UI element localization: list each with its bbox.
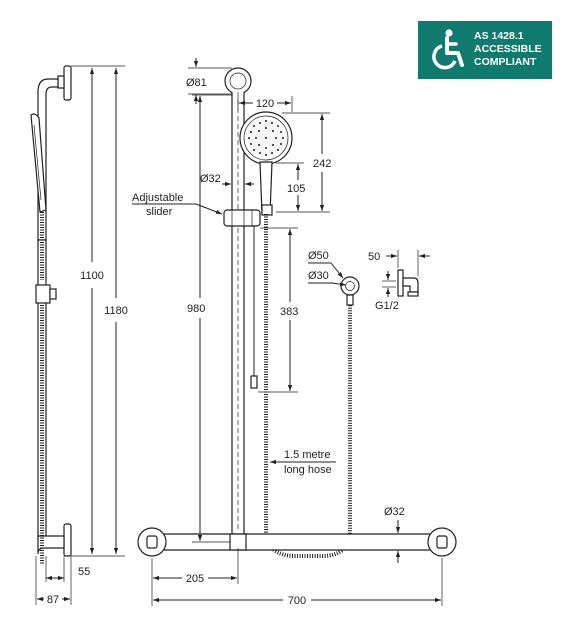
- dim-700: 700: [288, 595, 306, 607]
- hose-label-2: long hose: [284, 464, 332, 476]
- long-hose: [264, 214, 352, 558]
- badge-line-1: AS 1428.1: [474, 30, 524, 42]
- wall-outlet: [340, 276, 360, 296]
- dim-d30-outlet: Ø30: [308, 270, 329, 282]
- dim-d32-bar: Ø32: [384, 506, 405, 518]
- dim-50-side: 50: [368, 251, 380, 263]
- rail-junction: [229, 533, 247, 551]
- hose-label-1: 1.5 metre: [284, 449, 330, 461]
- shower-nozzles: [248, 120, 284, 156]
- slider-label-2: slider: [146, 206, 173, 218]
- dim-d32-head: Ø32: [200, 173, 221, 185]
- side-handset: [30, 113, 47, 213]
- dim-1100: 1100: [80, 270, 104, 282]
- side-slider: [35, 284, 51, 304]
- dim-d81: Ø81: [186, 77, 207, 89]
- front-view: Ø81 120 242 105 Ø32 Adjustable sl: [132, 58, 457, 607]
- adjustable-slider: [223, 209, 261, 227]
- dim-d50-outlet: Ø50: [308, 250, 329, 262]
- dim-383: 383: [280, 306, 298, 318]
- outlet-side-flange: [397, 269, 404, 297]
- dim-1180: 1180: [104, 305, 128, 317]
- dim-87: 87: [47, 594, 59, 606]
- side-upper-mount: [57, 75, 65, 89]
- dim-120: 120: [256, 98, 274, 110]
- top-flange: [224, 67, 252, 95]
- handset-holder: [261, 204, 273, 216]
- dim-55: 55: [78, 566, 90, 578]
- cord-connector: [250, 375, 258, 389]
- outlet-side-detail: 50 G1/2: [368, 250, 430, 312]
- dim-205: 205: [186, 573, 204, 585]
- wheelchair-icon: [432, 29, 464, 70]
- badge-line-3: COMPLIANT: [474, 56, 537, 68]
- accessibility-badge: AS 1428.1 ACCESSIBLE COMPLIANT: [418, 21, 552, 79]
- dim-242: 242: [313, 158, 331, 170]
- side-lower-bracket: [63, 523, 72, 557]
- dim-105: 105: [287, 183, 305, 195]
- slider-label-1: Adjustable: [132, 192, 183, 204]
- badge-line-2: ACCESSIBLE: [474, 43, 542, 55]
- dim-980: 980: [187, 303, 205, 315]
- side-upper-bracket: [63, 65, 72, 101]
- outlet-side-body: [402, 277, 419, 293]
- dim-g12: G1/2: [375, 300, 399, 312]
- side-rail-bottom: [37, 535, 65, 555]
- side-view: 1100 1180 55 87: [30, 65, 128, 606]
